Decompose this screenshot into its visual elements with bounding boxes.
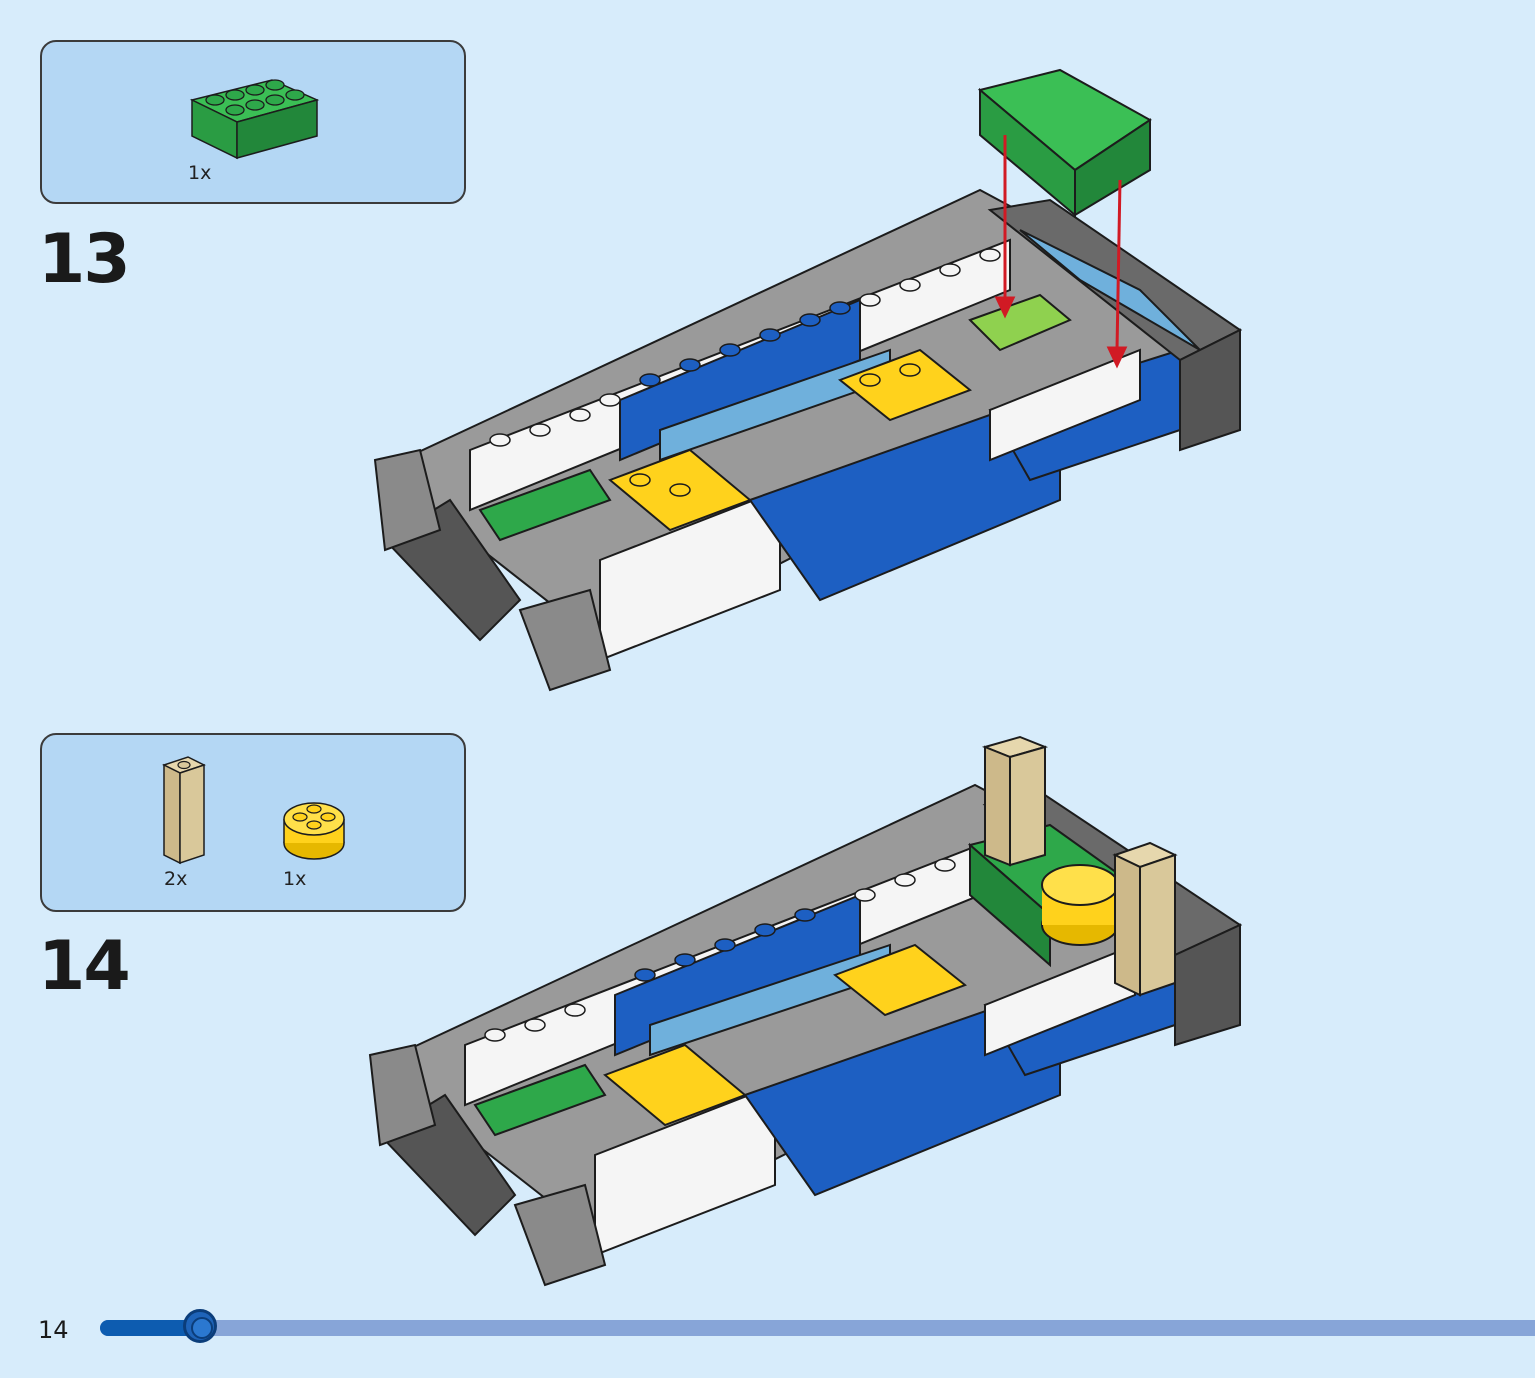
part-quantity: 1x (283, 868, 307, 890)
progress-indicator-icon (183, 1309, 217, 1343)
step-14: 2x 1x 14 (0, 700, 1535, 1310)
step-number: 14 (38, 927, 131, 1006)
tan-1x1x3-brick-icon (162, 756, 206, 865)
yellow-2x2-round-brick-icon (283, 802, 345, 860)
assembly-illustration (373, 68, 1243, 692)
step-number: 13 (38, 220, 131, 299)
page-number: 14 (38, 1316, 69, 1344)
page-footer: 14 (0, 1300, 1535, 1360)
progress-bar (100, 1309, 1535, 1343)
parts-list-box: 1x (40, 40, 466, 204)
assembly-illustration (368, 735, 1243, 1287)
part-quantity: 1x (188, 162, 212, 184)
part-quantity: 2x (164, 868, 188, 890)
parts-list-box: 2x 1x (40, 733, 466, 912)
green-2x4-brick-icon (189, 79, 320, 160)
step-13: 1x 13 (38, 40, 1243, 692)
progress-fill (100, 1320, 200, 1336)
